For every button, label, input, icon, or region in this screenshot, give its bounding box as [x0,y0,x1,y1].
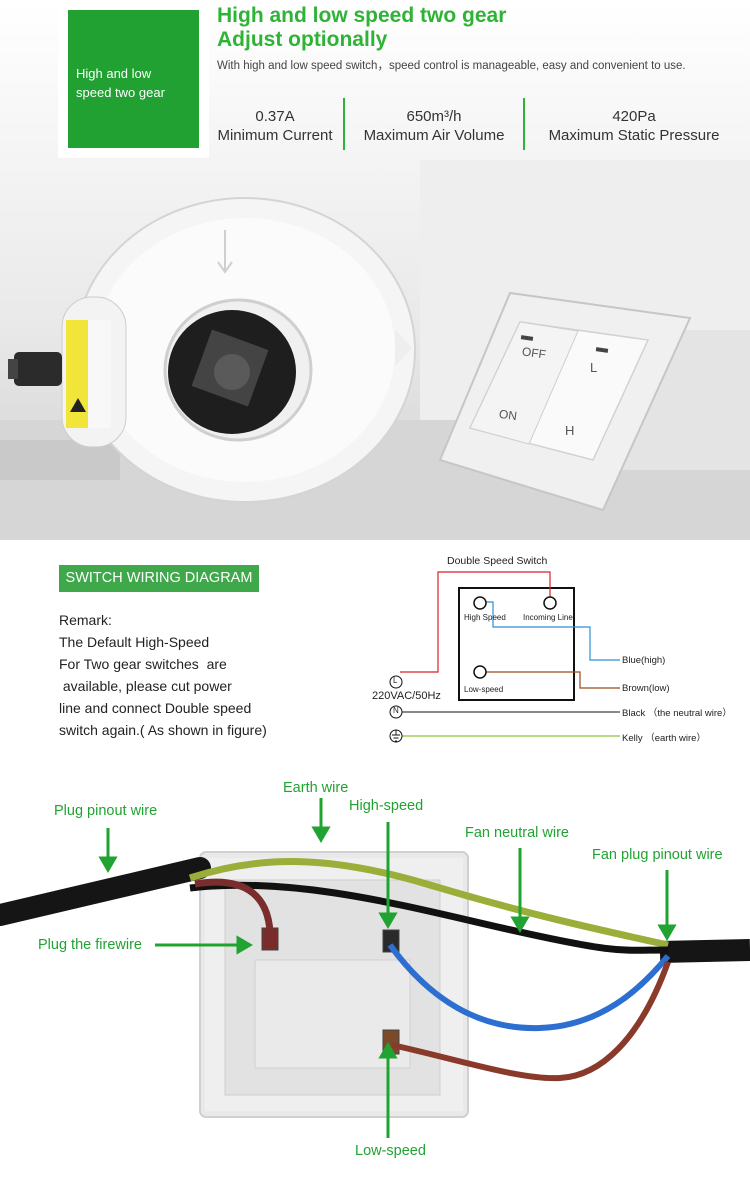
spec-divider [523,98,525,150]
banner-background [0,160,750,540]
arrow-head [510,916,530,933]
earth-wire [188,858,669,949]
spec-current: 0.37A Minimum Current [205,108,345,146]
n-symbol [389,705,403,719]
switch-on-label: ON [498,406,518,424]
label-fan-plug: Fan plug pinout wire [592,847,723,863]
high-speed-terminal [473,596,487,610]
low-speed-terminal [473,665,487,679]
wiring-photo [0,798,750,1138]
wiring-diagram [389,571,620,743]
spec-current-label: Minimum Current [217,127,333,144]
headline: High and low speed two gear Adjust optio… [217,4,507,51]
arrow-head [378,1042,398,1059]
high-speed-terminal-hole [382,929,400,953]
switch-low-label: L [590,360,598,375]
spec-current-value: 0.37A [255,108,295,125]
black-wire-label: Black （the neutral wire） [622,708,732,719]
diagram-title: Double Speed Switch [447,555,548,567]
brown-wire [480,671,620,689]
kelly-wire-label: Kelly （earth wire） [622,733,706,744]
spec-air-volume: 650m³/h Maximum Air Volume [350,108,518,146]
label-plug-pinout: Plug pinout wire [54,803,158,819]
fan-cable [659,939,750,963]
l-symbol [389,675,403,689]
product-banner: High and low speed two gear High and low… [0,0,750,540]
low-speed-wire [391,960,671,1082]
incoming-terminal [543,596,557,610]
ground-icon-glyph [392,730,400,742]
incoming-line-label: Incoming Line [523,613,573,622]
spec-divider [343,98,345,150]
arrow-head [378,912,398,929]
incoming-line-wire [400,571,551,673]
label-arrows [98,798,677,1138]
low-speed-label: Low-speed [464,685,504,694]
feature-box-fill [68,10,199,148]
arrow-head [311,826,331,843]
spec-air-volume-label: Maximum Air Volume [363,127,505,144]
section-tag: SWITCH WIRING DIAGRAM [59,565,259,592]
switch-high-label: H [565,423,575,438]
wall-switch-image [438,291,692,512]
label-fan-neutral: Fan neutral wire [465,825,569,841]
n-symbol-label: N [393,706,399,715]
label-earth-wire: Earth wire [283,780,349,796]
label-firewire: Plug the firewire [38,937,142,953]
arrow-head [236,935,253,955]
l-symbol-label: L [393,676,398,685]
feature-box-text: High and low speed two gear [76,66,165,100]
high-speed-wire [387,943,671,1032]
inline-fan-image [8,197,416,503]
arrow-head [657,924,677,941]
supply-label: 220VAC/50Hz [372,690,441,702]
subline: With high and low speed switch，speed con… [217,60,686,72]
spec-air-volume-value: 650m³/h [406,108,462,125]
high-speed-label: High Speed [464,613,506,622]
neutral-wire [189,881,669,954]
label-high-speed: High-speed [349,798,424,814]
spec-pressure-value: 420Pa [612,108,656,125]
remark-text: Remark: The Default High-Speed For Two g… [59,612,267,738]
plug-cable [0,857,211,926]
feature-box: High and low speed two gear [58,0,209,158]
blue-wire [480,601,620,661]
brown-wire-label: Brown(low) [622,683,670,694]
blue-wire-label: Blue(high) [622,655,666,666]
spec-pressure-label: Maximum Static Pressure [548,127,720,144]
label-low-speed: Low-speed [355,1143,426,1159]
arrow-head [98,856,118,873]
fire-wire [194,878,274,933]
spec-pressure: 420Pa Maximum Static Pressure [536,108,732,146]
